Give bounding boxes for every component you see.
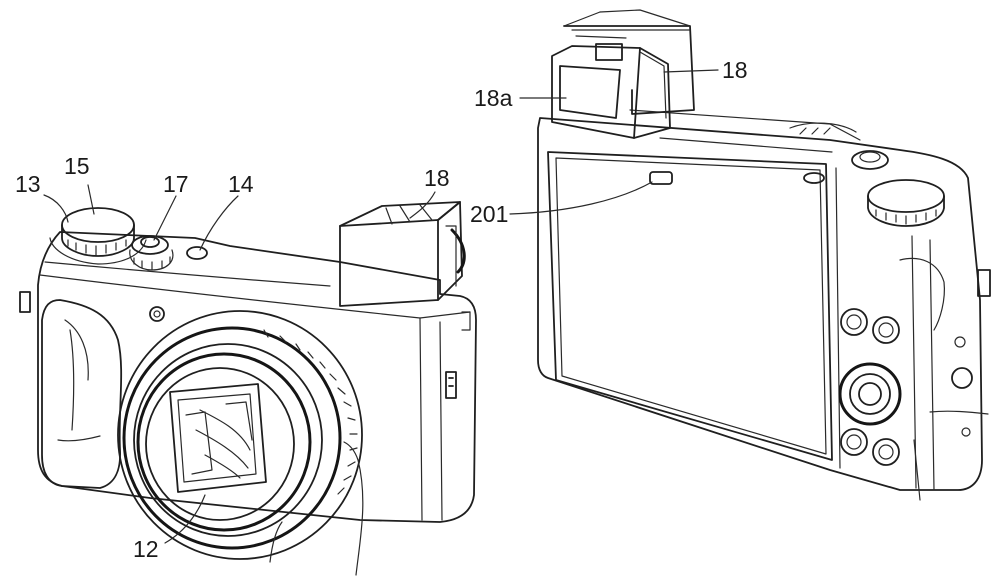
rear-side-panel bbox=[911, 235, 935, 491]
leader-ring-b bbox=[343, 441, 364, 576]
leader-201 bbox=[509, 181, 653, 215]
rear-top-dial-knurl bbox=[875, 209, 937, 225]
front-camera-af-lamp-inner bbox=[153, 310, 161, 318]
rear-thumb-grip bbox=[899, 257, 945, 331]
rear-side-screw-1 bbox=[954, 336, 966, 348]
front-camera-strap-lug bbox=[445, 371, 457, 399]
rear-button-2 bbox=[872, 316, 900, 344]
front-camera-top-edge bbox=[39, 274, 471, 319]
label-18-rear: 18 bbox=[722, 57, 748, 83]
rear-button-4 bbox=[872, 438, 900, 466]
shutter-button-17-top bbox=[140, 236, 160, 248]
front-camera-right-tab bbox=[461, 311, 471, 331]
rear-button-4-inner bbox=[878, 444, 894, 460]
rear-side-screw-2 bbox=[961, 427, 971, 437]
mode-dial-15 bbox=[61, 207, 135, 243]
leader-18-rear bbox=[663, 69, 719, 73]
rear-side-button bbox=[951, 367, 973, 389]
rear-shutter-button-top bbox=[859, 151, 881, 163]
label-14: 14 bbox=[228, 171, 254, 197]
rear-shutter-button bbox=[851, 150, 889, 170]
rear-camera bbox=[509, 9, 991, 501]
label-17: 17 bbox=[163, 171, 189, 197]
rear-camera-top-plate bbox=[629, 109, 861, 141]
front-camera-grip-texture bbox=[64, 319, 89, 431]
leader-ring-a bbox=[269, 521, 283, 563]
rear-camera-top-plate-2 bbox=[659, 137, 833, 153]
leader-15 bbox=[87, 184, 95, 215]
leader-12 bbox=[164, 494, 206, 544]
rear-lens-ring-top bbox=[789, 122, 857, 135]
rear-button-3 bbox=[840, 428, 868, 456]
front-camera-body bbox=[37, 231, 477, 523]
rear-set-button bbox=[858, 382, 882, 406]
front-camera bbox=[19, 184, 477, 576]
shutter-button-17 bbox=[131, 235, 169, 255]
rear-power-button bbox=[803, 172, 825, 184]
front-lens bbox=[117, 310, 363, 560]
reference-labels: 13 15 17 14 18 12 18 18a 201 bbox=[15, 57, 748, 562]
label-18-front: 18 bbox=[424, 165, 450, 191]
mode-dial-15-knurl bbox=[67, 239, 127, 256]
leader-14 bbox=[199, 195, 239, 251]
rear-button-3-inner bbox=[846, 434, 862, 450]
rear-bottom-leader bbox=[913, 439, 921, 501]
rear-top-dial-side bbox=[867, 195, 945, 227]
rear-camera-body bbox=[537, 117, 983, 491]
front-camera-top-edge-2 bbox=[44, 261, 331, 287]
rear-lcd-inner bbox=[555, 157, 827, 455]
rear-button-2-inner bbox=[878, 322, 894, 338]
lens-element-12 bbox=[169, 383, 267, 493]
label-13: 13 bbox=[15, 171, 41, 197]
front-camera-af-lamp bbox=[149, 306, 165, 322]
rear-lcd-gap bbox=[835, 167, 841, 469]
mode-dial-15-side bbox=[61, 224, 135, 257]
label-18a: 18a bbox=[474, 85, 513, 111]
leader-13 bbox=[43, 194, 69, 223]
rear-lcd-screen bbox=[547, 151, 833, 461]
dial-ring-13 bbox=[49, 237, 147, 265]
leader-18-front bbox=[409, 191, 436, 219]
rear-control-wheel bbox=[838, 362, 902, 426]
zoom-lever-17-knurl bbox=[133, 256, 171, 271]
rear-control-wheel-inner bbox=[849, 373, 891, 415]
front-viewfinder-18 bbox=[339, 201, 466, 307]
rear-viewfinder-18 bbox=[551, 9, 695, 139]
label-12: 12 bbox=[133, 536, 159, 562]
front-camera-grip-seam bbox=[57, 435, 101, 442]
rear-top-dial bbox=[867, 179, 945, 213]
rear-button-1 bbox=[840, 308, 868, 336]
rear-right-lug bbox=[977, 269, 991, 297]
front-camera-side-panel bbox=[419, 317, 443, 521]
label-201: 201 bbox=[470, 201, 508, 227]
power-button-14 bbox=[186, 246, 208, 260]
front-camera-left-lug bbox=[19, 291, 31, 313]
rear-button-1-inner bbox=[846, 314, 862, 330]
rear-side-leader bbox=[929, 410, 989, 415]
leader-17 bbox=[153, 195, 177, 241]
label-15: 15 bbox=[64, 153, 90, 179]
eye-sensor-201 bbox=[649, 171, 673, 185]
front-camera-grip bbox=[41, 299, 123, 489]
